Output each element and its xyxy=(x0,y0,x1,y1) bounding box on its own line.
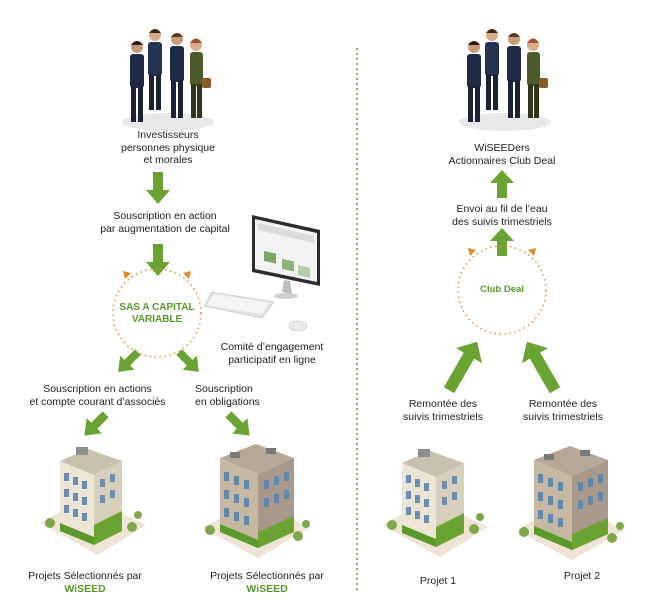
building-illustration xyxy=(516,446,624,560)
arrow-up-icon xyxy=(490,228,514,256)
remontee2-line-2: suivis trimestriels xyxy=(523,410,603,423)
project2-left-line-1: Projets Sélectionnés par xyxy=(210,570,324,582)
investors-line-2: personnes physique xyxy=(121,141,215,154)
arrow-down-icon xyxy=(146,244,170,276)
sas-line-2: VARIABLE xyxy=(131,314,183,325)
subscription-line-2: par augmentation de capital xyxy=(100,222,230,235)
building-illustration xyxy=(202,444,310,558)
project2-right-label: Projet 2 xyxy=(563,570,601,582)
envoi-label: Envoi au fil de l’eau des suivis trimest… xyxy=(432,203,572,228)
remontee2-label: Remontée des suivis trimestriels xyxy=(508,398,618,423)
sub-obligations-line-2: en obligations xyxy=(195,395,260,408)
project1-left-brand: WiSEED xyxy=(64,582,106,595)
arrow-up-left-icon xyxy=(522,341,561,394)
sub-actions-label: Souscription en actions et compte couran… xyxy=(10,383,185,408)
envoi-line-1: Envoi au fil de l’eau xyxy=(456,203,548,215)
subscription-label: Souscription en action par augmentation … xyxy=(85,210,245,235)
investors-line-3: et morales xyxy=(143,154,193,166)
project1-left-line-1: Projets Sélectionnés par xyxy=(28,570,142,582)
investors-label: Investisseurs personnes physique et mora… xyxy=(98,129,238,167)
committee-line-2: participatif en ligne xyxy=(228,353,316,366)
computer-illustration xyxy=(203,215,320,332)
sub-actions-line-1: Souscription en actions xyxy=(43,383,152,395)
investors-group-illustration xyxy=(122,29,214,131)
arrow-down-left-icon xyxy=(84,411,109,436)
project1-right-label: Projet 1 xyxy=(419,575,457,587)
remontee1-line-2: suivis trimestriels xyxy=(403,410,483,423)
remontee1-line-1: Remontée des xyxy=(408,398,478,410)
arrow-down-icon xyxy=(146,172,170,204)
arrow-down-left-icon xyxy=(118,349,141,372)
committee-label: Comité d’engagement participatif en lign… xyxy=(212,341,332,366)
sas-line-1: SAS A CAPITAL xyxy=(119,302,195,313)
sas-cycle-circle xyxy=(112,268,202,358)
remontee2-line-1: Remontée des xyxy=(528,398,598,410)
wiseeders-line-2: Actionnaires Club Deal xyxy=(448,154,556,167)
building-illustration xyxy=(382,449,488,557)
committee-line-1: Comité d’engagement xyxy=(220,341,324,353)
building-illustration xyxy=(40,447,146,555)
sub-obligations-label: Souscription en obligations xyxy=(195,383,285,408)
envoi-line-2: des suivis trimestriels xyxy=(452,215,552,228)
wiseeders-line-1: WiSEEDers xyxy=(474,142,530,154)
arrow-down-right-icon xyxy=(176,349,199,372)
club-deal-label: Club Deal xyxy=(480,284,524,295)
project2-left-label: Projets Sélectionnés par WiSEED xyxy=(192,570,342,595)
sas-label: SAS A CAPITAL VARIABLE xyxy=(114,302,200,326)
arrow-up-right-icon xyxy=(443,341,482,394)
sub-actions-line-2: et compte courant d’associés xyxy=(29,395,166,408)
investors-line-1: Investisseurs xyxy=(137,129,199,141)
sub-obligations-line-1: Souscription xyxy=(195,383,253,395)
subscription-line-1: Souscription en action xyxy=(113,210,217,222)
wiseeders-group-illustration xyxy=(459,29,551,131)
wiseeders-label: WiSEEDers Actionnaires Club Deal xyxy=(432,142,572,167)
remontee1-label: Remontée des suivis trimestriels xyxy=(388,398,498,423)
arrow-up-icon xyxy=(490,170,514,198)
club-deal-cycle-circle xyxy=(457,245,547,335)
project2-left-brand: WiSEED xyxy=(246,582,288,595)
project1-left-label: Projets Sélectionnés par WiSEED xyxy=(10,570,160,595)
arrow-down-right-icon xyxy=(225,411,250,436)
